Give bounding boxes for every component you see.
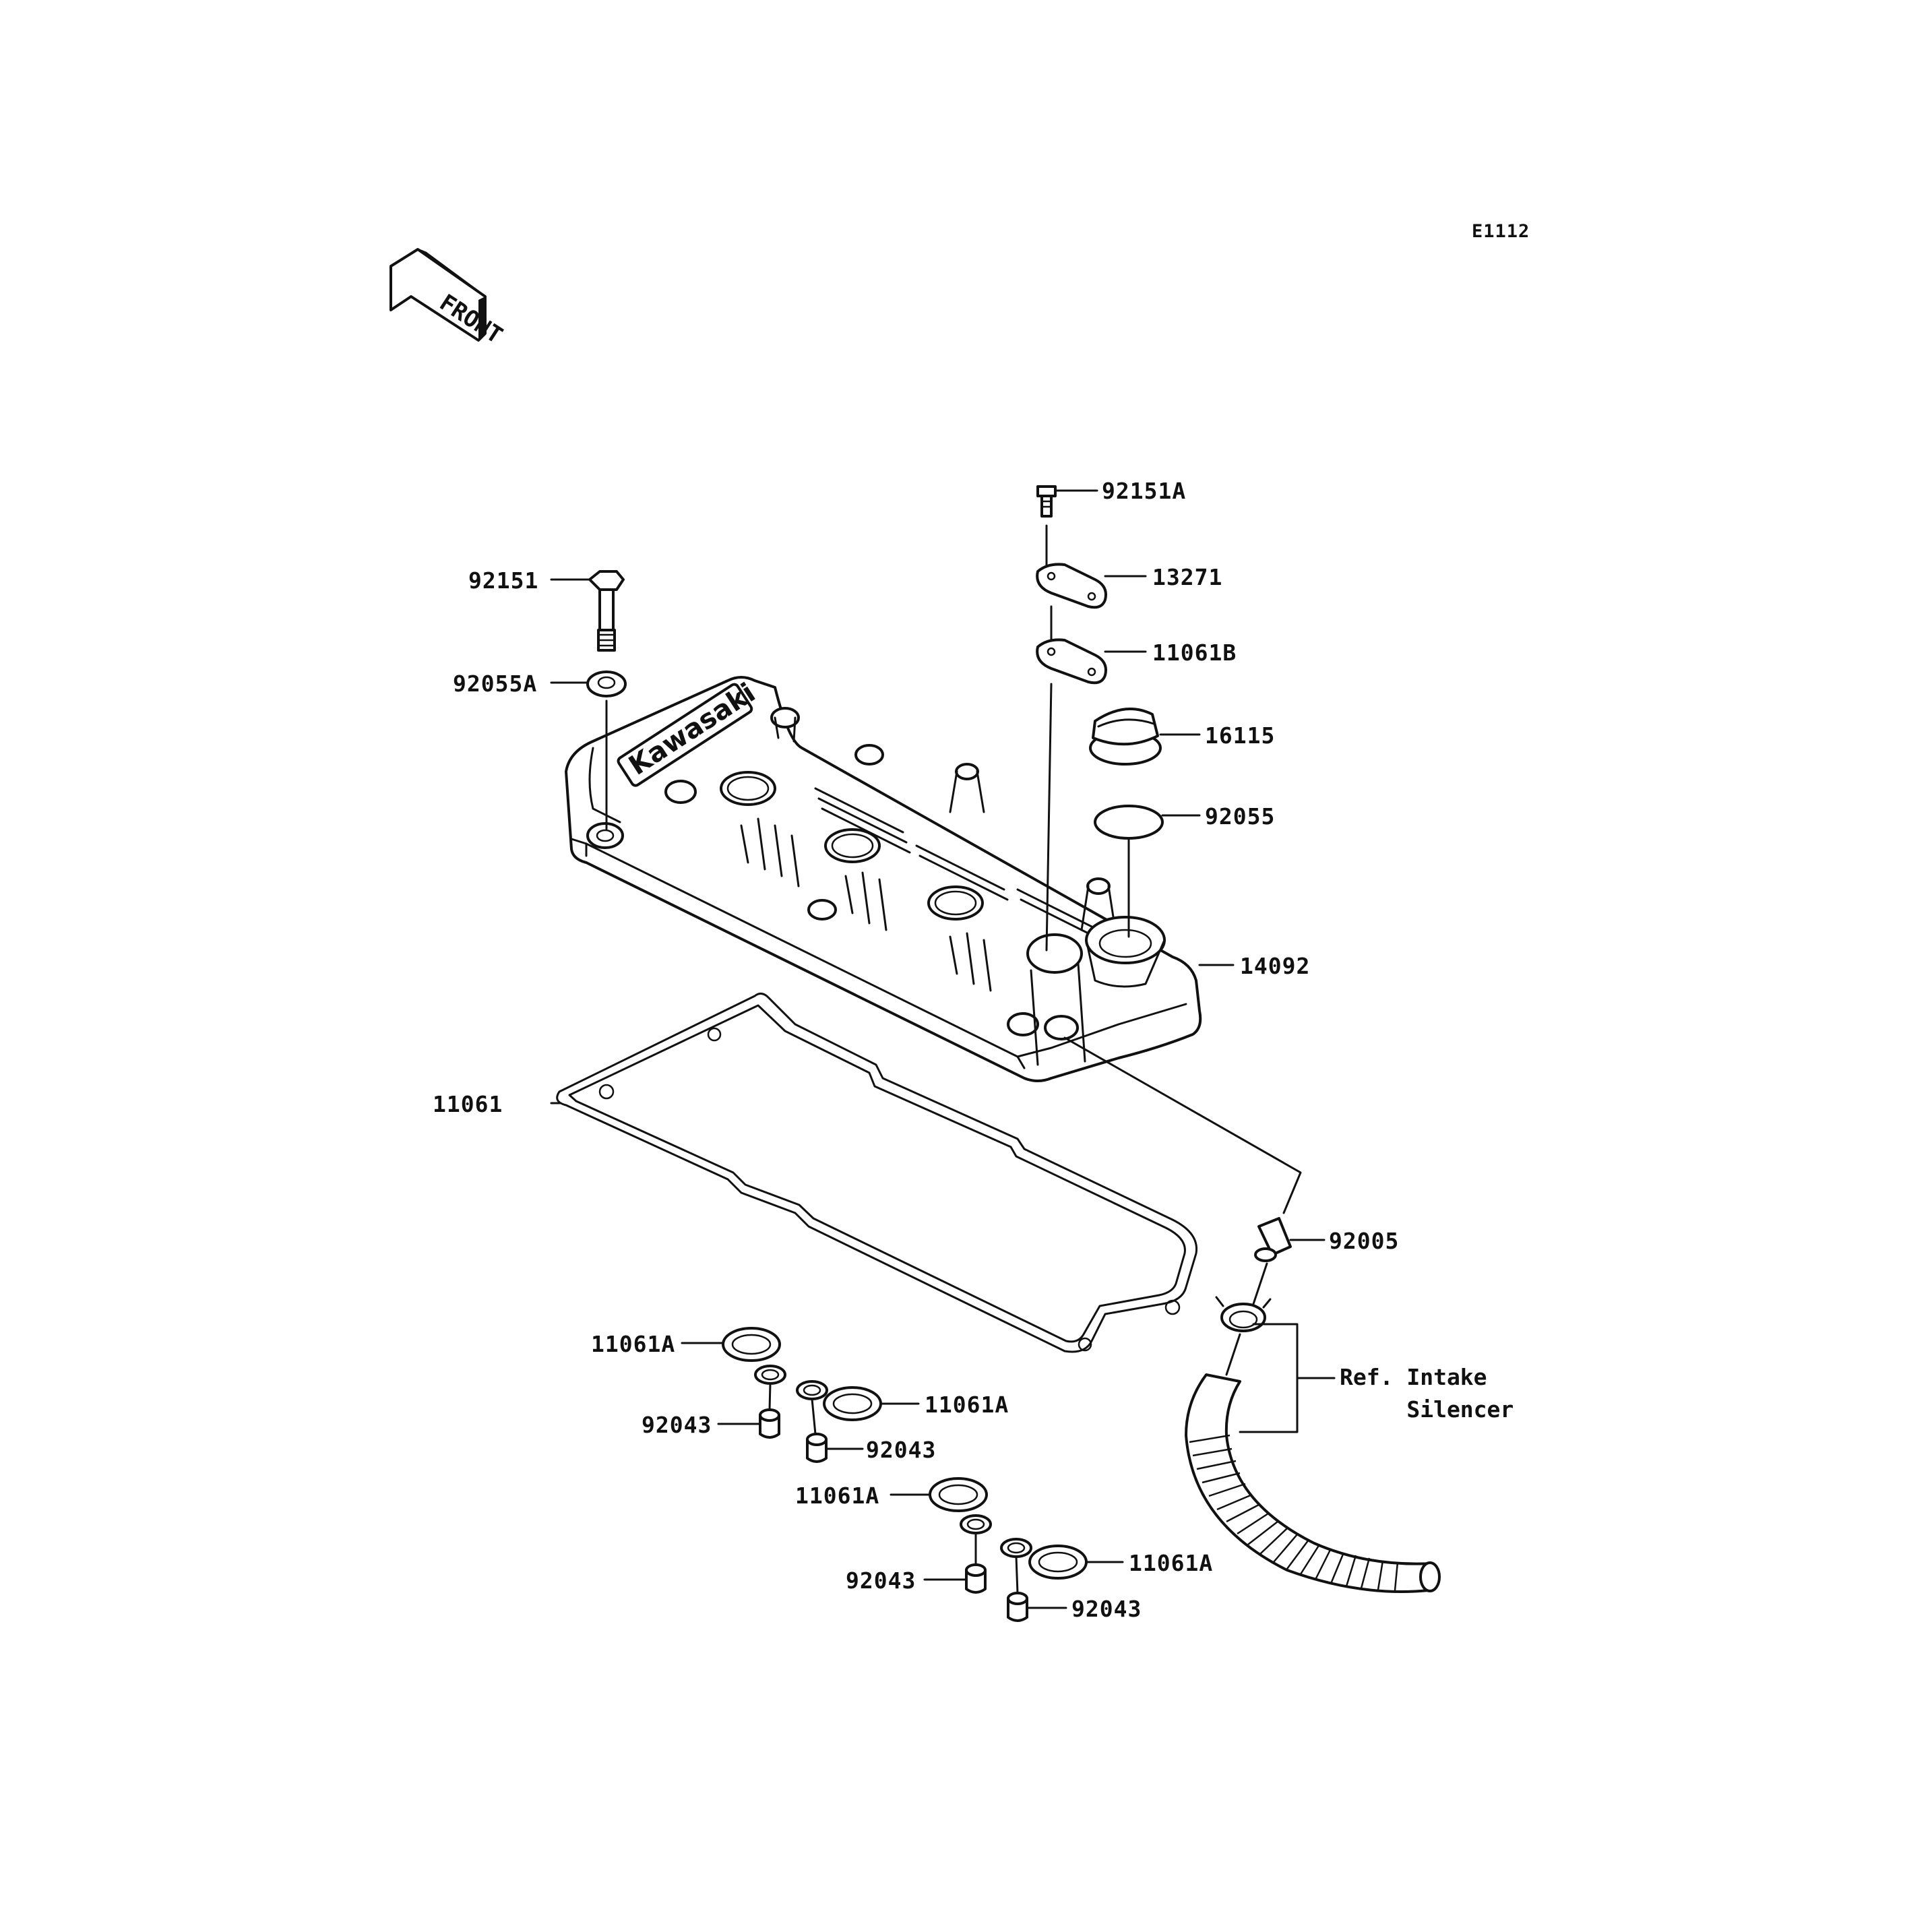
fitting-92005-drawing bbox=[1254, 1217, 1292, 1262]
part-label-16115: 16115 bbox=[1205, 722, 1276, 749]
part-label-92151: 92151 bbox=[468, 567, 539, 594]
part-label-92043-3: 92043 bbox=[846, 1567, 916, 1594]
washer-92055A-drawing bbox=[586, 671, 627, 697]
gasket-11061B-drawing bbox=[1036, 638, 1107, 685]
part-label-13271: 13271 bbox=[1152, 564, 1223, 590]
part-label-92043-1: 92043 bbox=[642, 1412, 712, 1438]
seal-11061A-3-drawing bbox=[929, 1477, 988, 1512]
washer-small-3-drawing bbox=[960, 1514, 992, 1534]
breather-hose-drawing bbox=[1185, 1373, 1441, 1593]
bolt-92151-drawing bbox=[588, 570, 625, 652]
part-label-11061A-2: 11061A bbox=[925, 1392, 1009, 1418]
part-label-11061A-4: 11061A bbox=[1129, 1550, 1214, 1576]
collar-92043-1-drawing bbox=[759, 1408, 780, 1439]
washer-small-1-drawing bbox=[754, 1365, 786, 1385]
part-label-92043-4: 92043 bbox=[1071, 1596, 1142, 1622]
seal-11061A-1-drawing bbox=[722, 1327, 781, 1362]
valve-cover-drawing: Kawasaki bbox=[565, 676, 1202, 1082]
part-label-92055A: 92055A bbox=[453, 671, 538, 697]
seal-11061A-4-drawing bbox=[1028, 1545, 1088, 1580]
reference-note: Ref. Intake Silencer bbox=[1340, 1364, 1514, 1423]
part-label-11061A-1: 11061A bbox=[591, 1331, 676, 1357]
clamp-drawing bbox=[1215, 1296, 1272, 1332]
part-label-92005: 92005 bbox=[1329, 1228, 1400, 1254]
o-ring-92055-drawing bbox=[1094, 805, 1164, 840]
part-label-92055: 92055 bbox=[1205, 803, 1276, 830]
cover-gasket-drawing bbox=[556, 993, 1198, 1353]
front-arrow-icon: FRONT bbox=[389, 248, 507, 349]
washer-small-4-drawing bbox=[1000, 1538, 1032, 1558]
diagram-code: E1112 bbox=[1472, 221, 1530, 242]
cap-plate-13271-drawing bbox=[1036, 563, 1107, 609]
part-label-92043-2: 92043 bbox=[866, 1437, 937, 1463]
leader-lines bbox=[550, 489, 1336, 1609]
oil-filler-cap-16115-drawing bbox=[1089, 708, 1162, 766]
part-label-92151A: 92151A bbox=[1102, 478, 1187, 504]
part-label-11061A-3: 11061A bbox=[795, 1483, 880, 1509]
bolt-92151A-drawing bbox=[1036, 485, 1057, 518]
collar-92043-3-drawing bbox=[965, 1563, 987, 1594]
part-label-11061: 11061 bbox=[433, 1091, 503, 1117]
seal-11061A-2-drawing bbox=[823, 1386, 882, 1421]
part-label-11061B: 11061B bbox=[1152, 640, 1237, 666]
part-label-14092: 14092 bbox=[1240, 953, 1311, 979]
collar-92043-4-drawing bbox=[1007, 1592, 1028, 1622]
washer-small-2-drawing bbox=[796, 1380, 828, 1400]
collar-92043-2-drawing bbox=[806, 1433, 828, 1463]
